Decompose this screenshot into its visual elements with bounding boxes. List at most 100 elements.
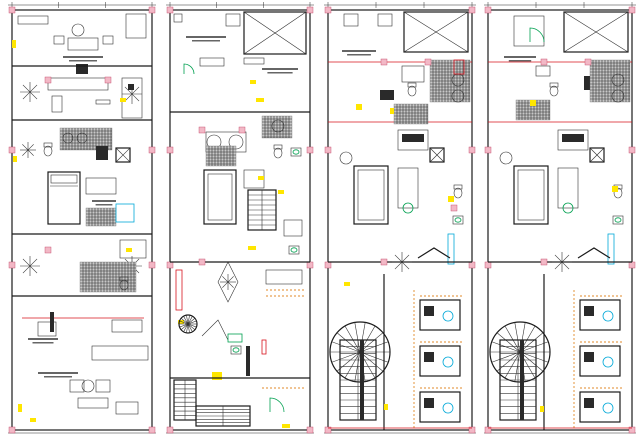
room-label-bar <box>92 200 116 202</box>
stair-radial <box>344 325 361 353</box>
room-block <box>419 391 461 423</box>
bed-frame <box>47 171 81 225</box>
counter-top <box>91 345 149 361</box>
partition <box>577 247 611 259</box>
counter-top <box>111 319 143 333</box>
stair-radial <box>496 332 521 353</box>
stair-radial <box>179 323 189 328</box>
column <box>484 146 492 154</box>
column <box>324 426 332 434</box>
counter-dark <box>562 134 584 142</box>
fixture <box>535 65 551 77</box>
shaft-icon <box>243 11 307 55</box>
room-label-bar <box>262 68 298 70</box>
stair-spine <box>520 340 524 420</box>
spiral-stair-icon <box>178 314 198 334</box>
desk <box>85 177 117 195</box>
column <box>306 426 314 434</box>
yellow-accent <box>13 156 17 162</box>
column <box>628 146 636 154</box>
yellow-accent <box>248 246 256 250</box>
partition <box>417 247 451 259</box>
fixture-dark <box>584 398 594 408</box>
column <box>424 58 432 66</box>
tiled-floor <box>393 103 429 125</box>
sink-icon <box>452 215 464 225</box>
stair-radial <box>336 332 361 353</box>
room-block <box>419 299 461 331</box>
shaft-box <box>115 147 131 163</box>
room-label-bar <box>508 60 532 62</box>
desk <box>557 167 579 209</box>
shaft-icon <box>115 147 131 163</box>
column <box>380 58 388 66</box>
room-label-bar <box>347 54 371 56</box>
yellow-accent <box>612 186 618 192</box>
counter <box>288 245 300 255</box>
shaft-box <box>243 11 307 55</box>
fixture-circle <box>442 310 454 322</box>
column-wall <box>50 312 54 332</box>
room-block <box>579 391 621 423</box>
column <box>628 426 636 434</box>
column <box>468 426 476 434</box>
sink-icon <box>230 345 242 355</box>
counter-dark <box>402 134 424 142</box>
fixture-dark <box>424 306 434 316</box>
room-block <box>513 165 549 225</box>
column <box>484 6 492 14</box>
window-icon <box>607 233 615 265</box>
window-icon <box>447 233 455 265</box>
yellow-accent <box>384 404 388 410</box>
room-label-bar <box>192 40 220 42</box>
bed-icon <box>207 173 233 221</box>
sink-icon <box>290 147 302 157</box>
column <box>166 146 174 154</box>
stair-radial <box>187 315 190 325</box>
column <box>306 261 314 269</box>
fixture-dark <box>424 352 434 362</box>
column <box>628 6 636 14</box>
armchair-icon <box>201 319 229 341</box>
tiled-floor <box>79 261 137 293</box>
light-ray <box>22 258 38 274</box>
ceiling-light-icon <box>122 84 142 104</box>
plant-icon <box>402 202 414 214</box>
room-label-bar <box>38 372 78 374</box>
closet <box>397 129 429 151</box>
column <box>306 6 314 14</box>
elec-panel <box>453 59 465 75</box>
closet <box>513 15 545 47</box>
stair-radial <box>186 315 189 325</box>
shaft-icon <box>403 11 469 53</box>
bowl <box>407 85 417 97</box>
chair-icon <box>115 401 139 415</box>
counter <box>612 215 624 225</box>
washer-icon <box>611 89 625 103</box>
tank <box>119 276 129 282</box>
shaft-x <box>429 147 445 163</box>
washer-icon <box>271 119 285 133</box>
room-block <box>353 165 389 225</box>
shelf <box>95 99 111 105</box>
ceiling-light-icon <box>20 82 40 102</box>
column <box>324 6 332 14</box>
basin <box>292 149 300 155</box>
sofa-icon <box>77 397 109 409</box>
sheet-plan-1 <box>8 2 156 434</box>
tank <box>549 82 559 88</box>
sink-icon <box>339 151 353 165</box>
tank <box>273 144 283 150</box>
stair-radial <box>186 323 189 333</box>
column <box>8 6 16 14</box>
closet <box>119 239 147 259</box>
room-label-bar <box>32 342 54 344</box>
light-ray <box>222 276 234 288</box>
yellow-accent <box>178 320 184 324</box>
door-swing-icon <box>529 27 545 43</box>
stair-radial <box>491 351 521 363</box>
outer-wall <box>11 9 153 431</box>
stair-radial <box>187 323 196 331</box>
stair-radial <box>496 351 521 372</box>
washer-icon <box>451 89 465 103</box>
